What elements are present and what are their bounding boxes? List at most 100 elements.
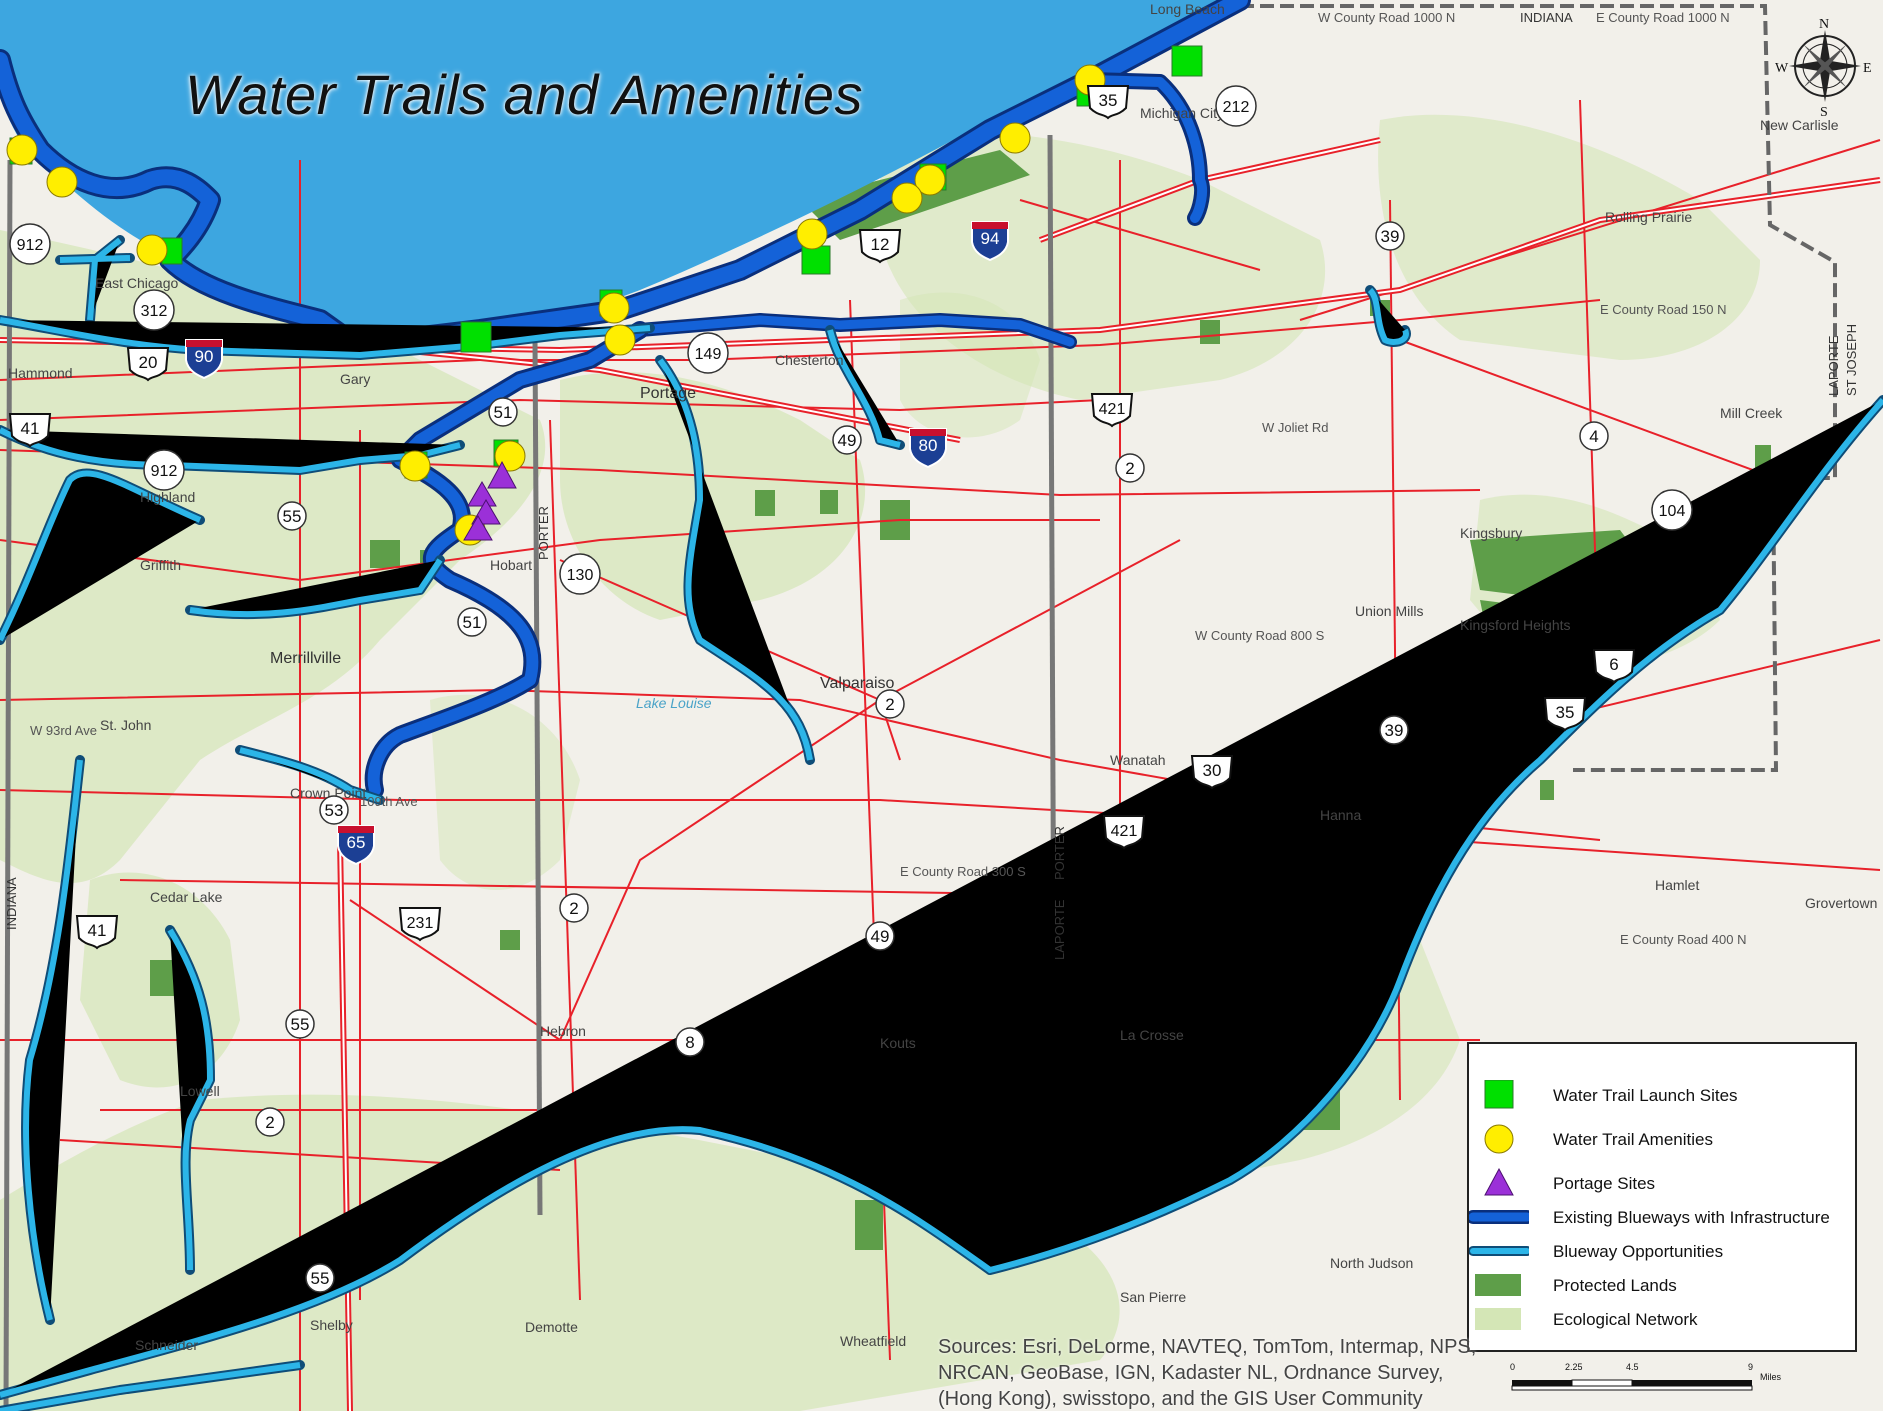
svg-text:51: 51 <box>463 613 482 632</box>
svg-text:Kingsford Heights: Kingsford Heights <box>1460 617 1571 633</box>
state-shield-icon: 51 <box>457 607 487 637</box>
state-boundary <box>1240 3 1837 772</box>
svg-text:109th Ave: 109th Ave <box>360 794 418 809</box>
us-shield-icon: 421 <box>1102 815 1146 850</box>
state-shield-icon: 2 <box>559 893 589 923</box>
svg-text:912: 912 <box>151 463 178 480</box>
svg-text:Kingsbury: Kingsbury <box>1460 525 1522 541</box>
svg-text:55: 55 <box>311 1269 330 1288</box>
svg-text:41: 41 <box>21 419 40 438</box>
svg-text:W 93rd Ave: W 93rd Ave <box>30 723 97 738</box>
us-shield-icon: 421 <box>1090 393 1134 428</box>
svg-text:421: 421 <box>1099 401 1126 418</box>
state-shield-icon: 149 <box>687 332 729 374</box>
state-shield-icon: 912 <box>9 223 51 265</box>
svg-text:Chesterton: Chesterton <box>775 352 843 368</box>
svg-text:39: 39 <box>1385 721 1404 740</box>
us-shield-icon: 41 <box>8 413 52 448</box>
svg-text:421: 421 <box>1111 823 1138 840</box>
state-shield-icon: 39 <box>1375 221 1405 251</box>
svg-text:Gary: Gary <box>340 371 370 387</box>
svg-text:ST JOSEPH: ST JOSEPH <box>1844 324 1859 396</box>
legend-item-amenities: Water Trail Amenities <box>1469 1124 1855 1154</box>
svg-text:2: 2 <box>569 899 578 918</box>
svg-text:Hamlet: Hamlet <box>1655 877 1699 893</box>
blueway-opportunities-stroke <box>0 237 1883 1411</box>
map-sources: Sources: Esri, DeLorme, NAVTEQ, TomTom, … <box>938 1336 1477 1410</box>
svg-text:LAPORTE: LAPORTE <box>1052 899 1067 960</box>
svg-text:LAPORTE: LAPORTE <box>1826 335 1841 396</box>
thick-line-icon <box>1469 1210 1529 1224</box>
svg-text:Lake Louise: Lake Louise <box>636 695 712 711</box>
state-shield-icon: 55 <box>285 1009 315 1039</box>
svg-text:E County Road 400 N: E County Road 400 N <box>1620 932 1746 947</box>
svg-text:39: 39 <box>1381 227 1400 246</box>
existing-blueways <box>0 0 1251 799</box>
state-shield-icon: 2 <box>875 689 905 719</box>
svg-text:La Crosse: La Crosse <box>1120 1027 1184 1043</box>
svg-text:INDIANA: INDIANA <box>1520 10 1573 25</box>
svg-text:4: 4 <box>1589 427 1598 446</box>
svg-text:Hebron: Hebron <box>540 1023 586 1039</box>
svg-text:49: 49 <box>871 927 890 946</box>
place-labels: Long Beach Hammond East Chicago Gary Hig… <box>8 1 1877 1353</box>
legend-item-existing-blueways: Existing Blueways with Infrastructure <box>1469 1202 1855 1232</box>
map-legend: Water Trail Launch Sites Water Trail Ame… <box>1467 1042 1857 1352</box>
state-shield-icon: 2 <box>255 1107 285 1137</box>
svg-text:231: 231 <box>407 915 434 932</box>
svg-text:Kouts: Kouts <box>880 1035 916 1051</box>
svg-text:Grovertown: Grovertown <box>1805 895 1877 911</box>
svg-text:12: 12 <box>871 235 890 254</box>
svg-text:New Carlisle: New Carlisle <box>1760 117 1839 133</box>
legend-item-protected-lands: Protected Lands <box>1469 1270 1855 1300</box>
us-shield-icon: 231 <box>398 907 442 942</box>
patch-icon <box>1475 1308 1521 1330</box>
svg-text:104: 104 <box>1659 503 1686 520</box>
state-shield-icon: 51 <box>488 397 518 427</box>
svg-text:North Judson: North Judson <box>1330 1255 1413 1271</box>
svg-text:E County Road 1000 N: E County Road 1000 N <box>1596 10 1730 25</box>
svg-text:55: 55 <box>283 507 302 526</box>
us-shield-icon: 35 <box>1086 85 1130 120</box>
state-shield-icon: 2 <box>1115 453 1145 483</box>
svg-text:E: E <box>1863 61 1872 76</box>
map-title: Water Trails and Amenities <box>185 63 863 126</box>
state-shield-icon: 104 <box>1651 489 1693 531</box>
svg-text:Schneider: Schneider <box>135 1337 198 1353</box>
svg-text:6: 6 <box>1609 655 1618 674</box>
interstate-shield-icon: 80 <box>909 428 947 469</box>
svg-text:Wheatfield: Wheatfield <box>840 1333 906 1349</box>
svg-text:55: 55 <box>291 1015 310 1034</box>
svg-text:E County Road 300 S: E County Road 300 S <box>900 864 1026 879</box>
svg-text:W Joliet Rd: W Joliet Rd <box>1262 420 1328 435</box>
legend-item-launch-sites: Water Trail Launch Sites <box>1469 1080 1855 1110</box>
svg-text:Merrillville: Merrillville <box>270 650 341 667</box>
us-shield-icon: 30 <box>1190 755 1234 790</box>
thin-line-icon <box>1469 1246 1529 1256</box>
square-icon <box>1484 1080 1514 1109</box>
svg-text:2: 2 <box>265 1113 274 1132</box>
svg-text:W County Road 1000 N: W County Road 1000 N <box>1318 10 1455 25</box>
svg-text:20: 20 <box>139 353 158 372</box>
svg-text:94: 94 <box>981 229 1000 248</box>
svg-text:Union Mills: Union Mills <box>1355 603 1423 619</box>
legend-item-ecological-network: Ecological Network <box>1469 1304 1855 1334</box>
svg-text:S: S <box>1820 105 1828 118</box>
patch-icon <box>1475 1274 1521 1296</box>
state-shield-icon: 130 <box>559 553 601 595</box>
state-shield-icon: 49 <box>865 921 895 951</box>
svg-text:Lowell: Lowell <box>180 1083 220 1099</box>
state-shield-icon: 8 <box>675 1027 705 1057</box>
portage-sites <box>463 460 517 541</box>
svg-text:Griffith: Griffith <box>140 557 181 573</box>
svg-text:35: 35 <box>1556 703 1575 722</box>
state-shield-icon: 39 <box>1379 715 1409 745</box>
svg-text:53: 53 <box>325 801 344 820</box>
state-shield-icon: 912 <box>143 449 185 491</box>
state-shield-icon: 4 <box>1579 421 1609 451</box>
svg-text:Wanatah: Wanatah <box>1110 752 1166 768</box>
us-shield-icon: 12 <box>858 229 902 264</box>
svg-text:35: 35 <box>1099 91 1118 110</box>
svg-text:Long Beach: Long Beach <box>1150 1 1225 17</box>
